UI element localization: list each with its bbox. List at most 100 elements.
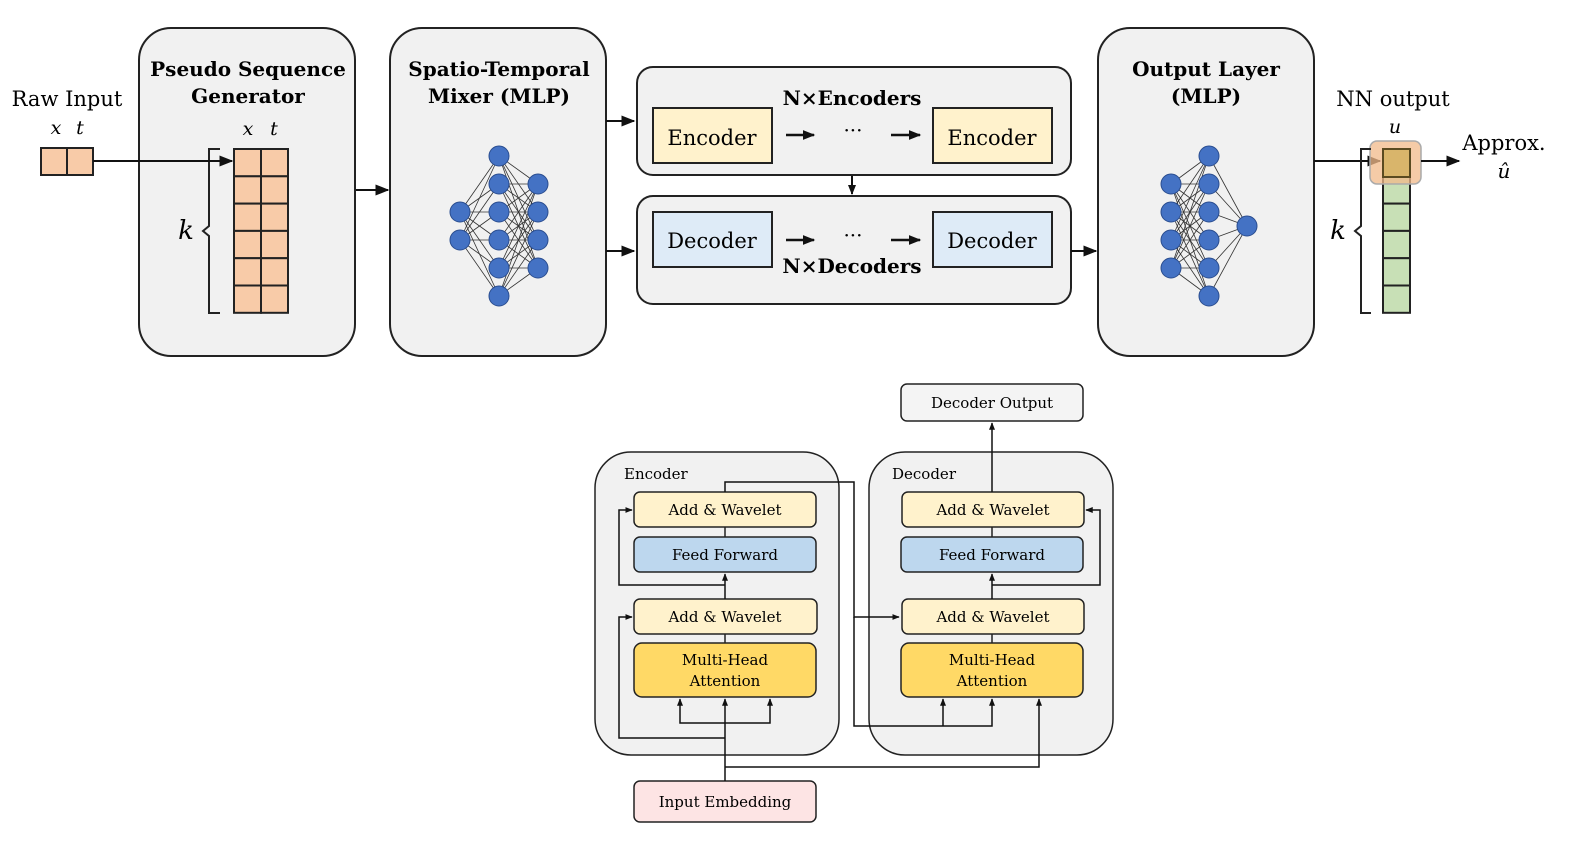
neuron — [1198, 285, 1220, 307]
conn-dec-residual — [992, 507, 1101, 586]
neuron — [1160, 201, 1182, 223]
decoder-multi-head-attention — [900, 642, 1084, 698]
nn-output-label: NN output — [1336, 87, 1450, 111]
pseudo-cell — [233, 202, 262, 232]
spatio-temporal-mixer: Spatio-Temporal Mixer (MLP) — [389, 27, 607, 357]
output-cell — [1382, 284, 1411, 314]
neuron — [1198, 229, 1220, 251]
decoder-add-wavelet-bottom-label: Add & Wavelet — [935, 608, 1049, 626]
pseudo-cell — [260, 284, 289, 314]
net-edge — [459, 155, 500, 213]
raw-input-var-t: t — [76, 117, 84, 139]
net-edge — [498, 239, 539, 297]
net-edge — [459, 183, 500, 241]
neuron — [1160, 229, 1182, 251]
pseudo-cell — [260, 229, 289, 260]
net-edge — [1170, 155, 1210, 213]
decoders-title: N×Decoders — [782, 254, 921, 278]
net-edge — [1170, 155, 1210, 241]
encoders-title: N×Encoders — [783, 86, 922, 110]
mixer-title-2: Mixer (MLP) — [428, 84, 570, 108]
raw-input-cell-t — [66, 147, 94, 176]
decoder-output-box — [900, 383, 1084, 422]
conn-enc-mha-right — [725, 698, 773, 724]
pseudo-cell — [260, 148, 289, 178]
pseudo-cell — [233, 148, 262, 178]
decoder-mha-label-1: Multi-Head — [949, 651, 1036, 669]
encoder-mha-label-2: Attention — [689, 672, 761, 690]
encoder-block-last-label: Encoder — [947, 126, 1037, 150]
pseudo-sequence-title-1: Pseudo Sequence — [150, 57, 346, 81]
net-edge — [498, 183, 539, 297]
decoder-feed-forward-label: Feed Forward — [939, 546, 1045, 564]
output-layer-title-1: Output Layer — [1132, 57, 1280, 81]
conn-enc-residual-1 — [618, 614, 725, 739]
pseudo-sequence-generator: Pseudo Sequence Generator x t k — [93, 27, 356, 357]
nn-output: NN output u k Approx. û — [1314, 87, 1546, 314]
net-edge — [498, 211, 539, 297]
pseudo-cell — [260, 202, 289, 232]
approx-var: û — [1498, 159, 1511, 183]
pseudo-cell — [260, 175, 289, 205]
k-brace-right — [1353, 148, 1371, 314]
pseudo-cell — [233, 257, 262, 287]
neuron — [488, 257, 510, 279]
decoder-add-wavelet-top — [901, 491, 1085, 528]
encoders-stack: N×Encoders Encoder ··· Encoder — [636, 66, 1072, 176]
decoder-mha-label-2: Attention — [956, 672, 1028, 690]
encoder-multi-head-attention — [633, 642, 817, 698]
net-edge — [1170, 183, 1210, 269]
encoder-add-wavelet-bottom-label: Add & Wavelet — [667, 608, 781, 626]
input-embedding-label: Input Embedding — [659, 793, 792, 811]
net-edge — [459, 239, 500, 297]
raw-input-cell-x — [40, 147, 68, 176]
output-layer-title-2: (MLP) — [1171, 84, 1241, 108]
net-edge — [1208, 155, 1248, 227]
encoder-feed-forward — [633, 536, 817, 573]
decoder-ellipsis: ··· — [843, 223, 862, 247]
neuron — [527, 201, 549, 223]
neuron — [488, 285, 510, 307]
raw-input-label: Raw Input — [12, 87, 123, 111]
neuron — [1160, 257, 1182, 279]
first-output-cell — [1382, 148, 1411, 178]
pseudo-cell — [260, 257, 289, 287]
mixer-title-1: Spatio-Temporal — [408, 57, 590, 81]
bottom-connectors — [618, 422, 1101, 781]
encoder-add-wavelet-top-label: Add & Wavelet — [667, 501, 781, 519]
neuron — [488, 173, 510, 195]
conn-enc-to-dec-mha-1 — [853, 617, 995, 727]
net-edge — [1208, 225, 1248, 297]
conn-enc-to-dec-aw — [724, 481, 900, 620]
decoder-detail-title: Decoder — [892, 465, 957, 483]
neuron — [488, 201, 510, 223]
conn-enc-residual-2 — [618, 507, 725, 586]
decoder-add-wavelet-bottom — [901, 598, 1085, 635]
approx-label: Approx. — [1461, 131, 1545, 155]
k-label-right: k — [1330, 216, 1346, 246]
pseudo-var-t: t — [270, 118, 278, 140]
neuron — [1160, 173, 1182, 195]
neuron — [449, 229, 471, 251]
pseudo-cell — [233, 284, 262, 314]
neuron — [1236, 215, 1258, 237]
output-cell — [1382, 202, 1411, 232]
mixer-neural-net-icon — [449, 145, 549, 307]
decoder-block-last — [932, 211, 1053, 268]
net-edge — [1170, 155, 1210, 269]
decoder-detail: Decoder Add & Wavelet Feed Forward Add &… — [868, 451, 1114, 756]
neuron — [488, 229, 510, 251]
neuron — [1198, 173, 1220, 195]
decoder-output-label: Decoder Output — [931, 394, 1053, 412]
nn-output-grid — [1382, 148, 1411, 314]
neuron — [1198, 201, 1220, 223]
nn-output-var-u: u — [1389, 116, 1401, 138]
decoder-block-first — [652, 211, 773, 268]
net-edge — [498, 183, 539, 269]
output-layer: Output Layer (MLP) — [1097, 27, 1315, 357]
encoder-detail-title: Encoder — [624, 465, 689, 483]
decoder-add-wavelet-top-label: Add & Wavelet — [935, 501, 1049, 519]
decoder-block-first-label: Decoder — [667, 229, 758, 253]
encoder-mha-label-1: Multi-Head — [682, 651, 769, 669]
